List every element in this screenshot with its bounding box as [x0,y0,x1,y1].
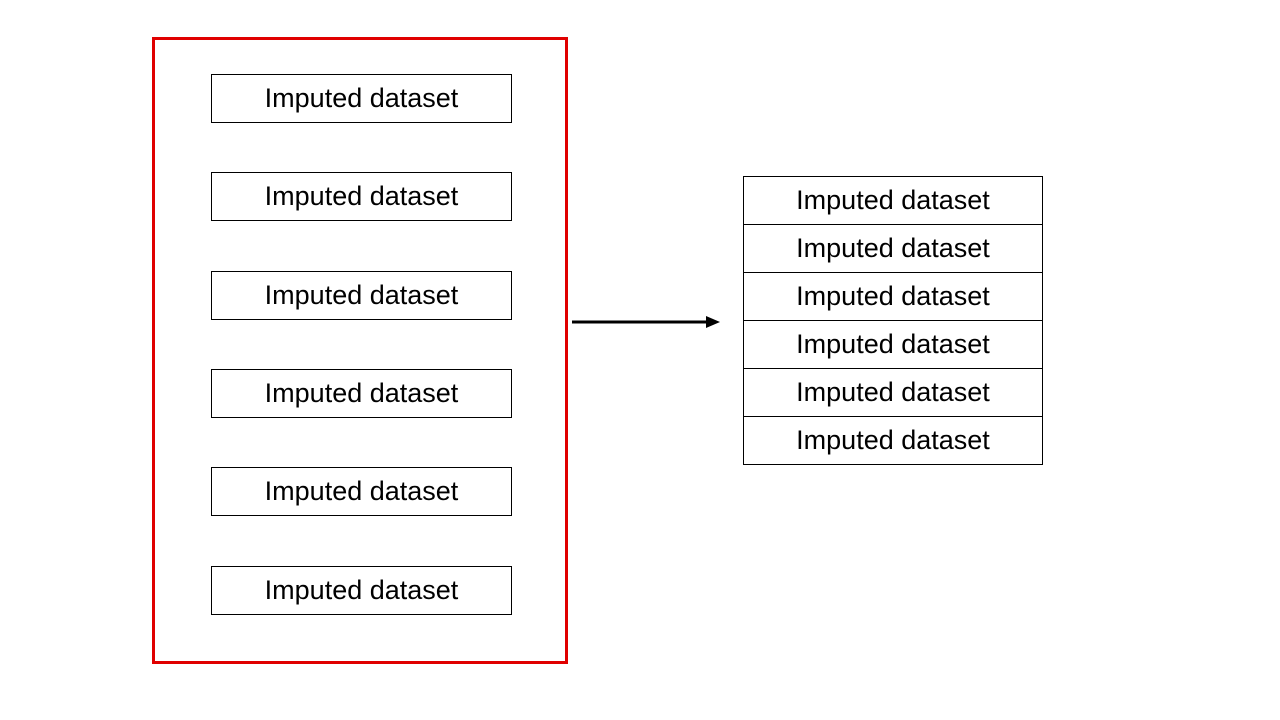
left-imputed-dataset-box-4: Imputed dataset [211,369,512,418]
right-arrow-icon [572,316,720,328]
stacked-datasets: Imputed dataset Imputed dataset Imputed … [743,176,1043,465]
imputed-datasets-group-frame [152,37,568,664]
left-imputed-dataset-box-6: Imputed dataset [211,566,512,615]
arrow-head [706,316,720,328]
stacked-imputed-dataset-row-4: Imputed dataset [743,320,1043,369]
left-imputed-dataset-box-5: Imputed dataset [211,467,512,516]
stacked-imputed-dataset-row-2: Imputed dataset [743,224,1043,273]
stacked-imputed-dataset-row-6: Imputed dataset [743,416,1043,465]
left-imputed-dataset-box-3: Imputed dataset [211,271,512,320]
stacked-imputed-dataset-row-5: Imputed dataset [743,368,1043,417]
left-imputed-dataset-box-2: Imputed dataset [211,172,512,221]
stacked-imputed-dataset-row-1: Imputed dataset [743,176,1043,225]
left-imputed-dataset-box-1: Imputed dataset [211,74,512,123]
stacked-imputed-dataset-row-3: Imputed dataset [743,272,1043,321]
